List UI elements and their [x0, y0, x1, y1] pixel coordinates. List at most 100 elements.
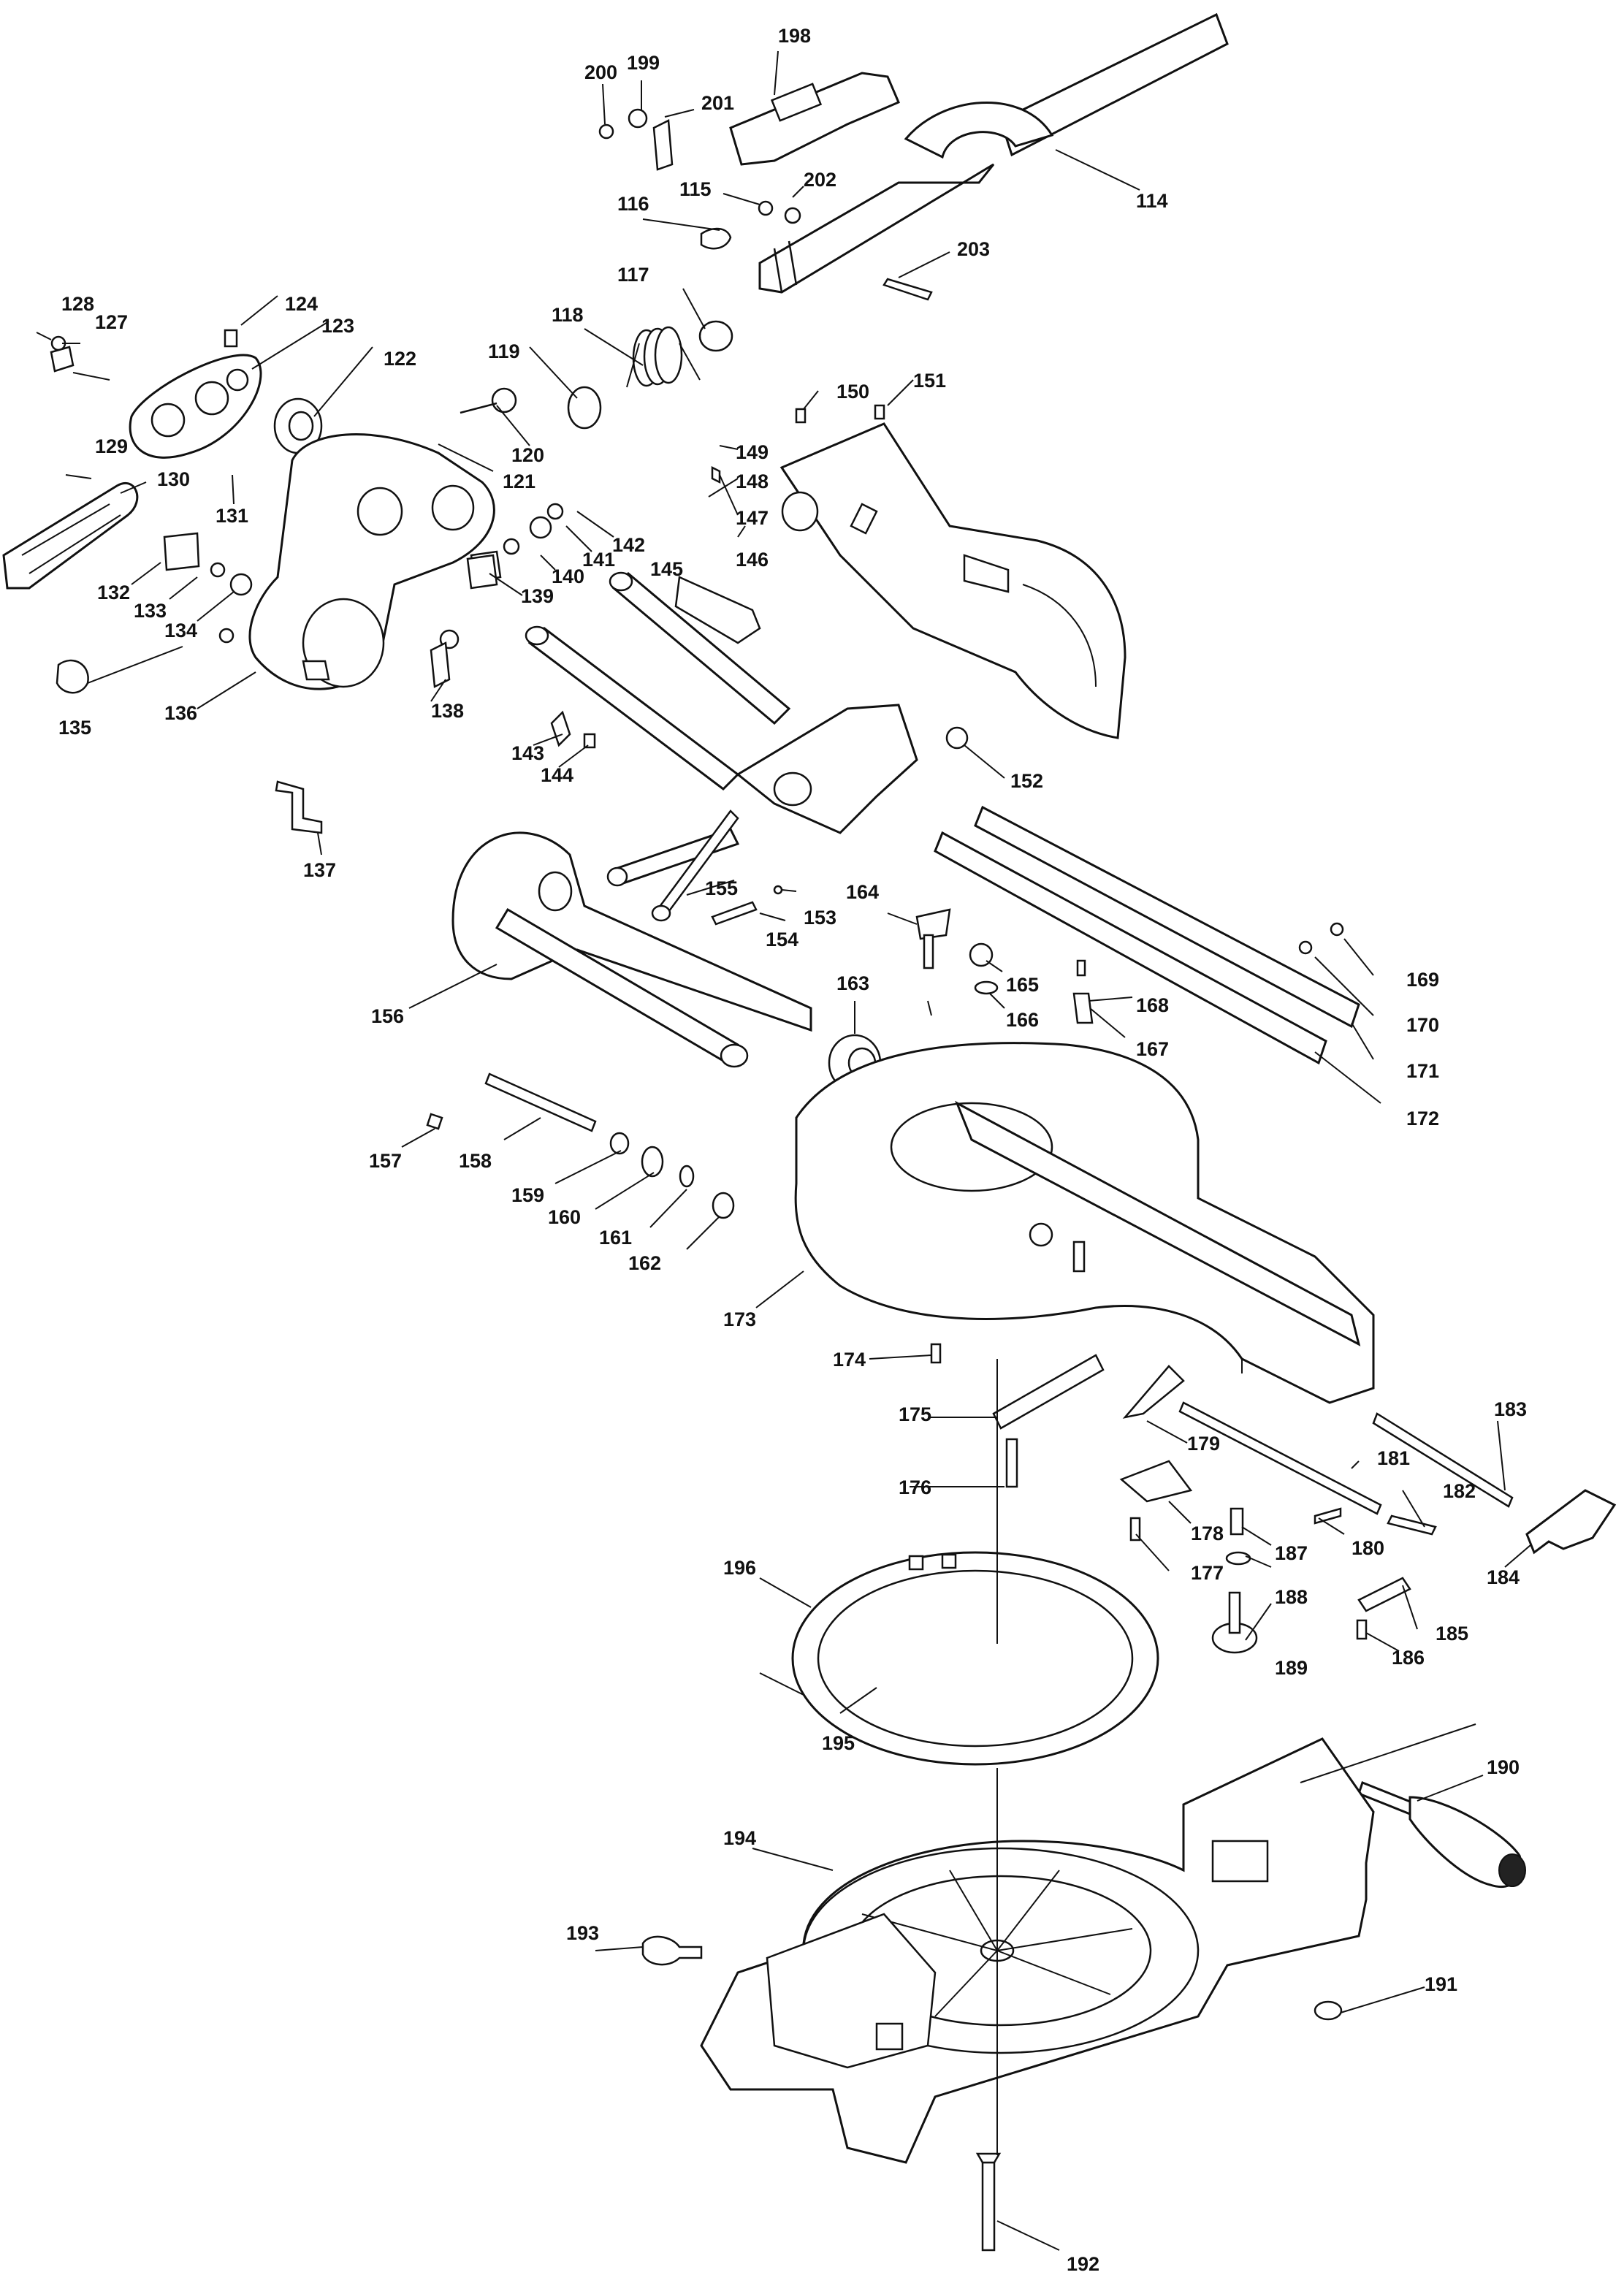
callout-127: 127 — [95, 311, 128, 333]
callout-115: 115 — [679, 178, 712, 200]
callout-136: 136 — [164, 702, 197, 724]
callout-149: 149 — [736, 441, 769, 463]
callout-145: 145 — [650, 558, 683, 580]
callout-169: 169 — [1406, 969, 1439, 991]
callout-116: 116 — [617, 193, 649, 215]
part-end-cap-123 — [50, 329, 323, 459]
callout-140: 140 — [552, 565, 584, 587]
callout-159: 159 — [511, 1184, 544, 1206]
callout-164: 164 — [846, 881, 879, 903]
callout-176: 176 — [899, 1476, 931, 1498]
callout-183: 183 — [1494, 1398, 1527, 1420]
callout-192: 192 — [1067, 2253, 1099, 2275]
callout-117: 117 — [617, 264, 649, 286]
part-rods-145 — [525, 571, 791, 790]
callout-198: 198 — [778, 25, 811, 47]
callout-177: 177 — [1191, 1562, 1224, 1584]
callout-137: 137 — [303, 859, 336, 881]
callout-160: 160 — [548, 1206, 581, 1228]
callout-138: 138 — [431, 700, 464, 722]
callout-202: 202 — [804, 169, 836, 191]
callout-185: 185 — [1436, 1623, 1468, 1645]
callout-181: 181 — [1377, 1447, 1410, 1469]
callout-196: 196 — [723, 1557, 756, 1579]
callout-162: 162 — [628, 1252, 661, 1274]
callout-170: 170 — [1406, 1014, 1439, 1036]
part-shaft-158 — [426, 1072, 735, 1219]
callout-195: 195 — [822, 1732, 855, 1754]
callout-161: 161 — [599, 1227, 632, 1249]
callout-122: 122 — [384, 348, 416, 370]
callout-123: 123 — [321, 315, 354, 337]
callout-158: 158 — [459, 1150, 492, 1172]
callout-152: 152 — [1010, 770, 1043, 792]
callout-155: 155 — [705, 877, 738, 899]
callout-labels: 114 115 116 117 118 119 120 121 122 123 … — [58, 25, 1527, 2275]
part-small-hardware-top — [598, 108, 933, 352]
callout-188: 188 — [1275, 1586, 1308, 1608]
callout-173: 173 — [723, 1308, 756, 1330]
callout-189: 189 — [1275, 1657, 1308, 1679]
callout-191: 191 — [1425, 1973, 1457, 1995]
callout-142: 142 — [612, 534, 645, 556]
callout-194: 194 — [723, 1827, 756, 1849]
part-base-hardware — [641, 1935, 1343, 2252]
callout-119: 119 — [488, 340, 520, 362]
callout-193: 193 — [566, 1922, 599, 1944]
part-slide-rail-156 — [451, 828, 812, 1068]
part-fence-guard-114 — [758, 12, 1229, 294]
callout-154: 154 — [766, 929, 798, 950]
callout-156: 156 — [371, 1005, 404, 1027]
callout-186: 186 — [1392, 1647, 1425, 1669]
callout-133: 133 — [134, 600, 167, 622]
part-pivot-bracket — [711, 404, 969, 834]
callout-153: 153 — [804, 907, 836, 929]
callout-148: 148 — [736, 470, 769, 492]
callout-200: 200 — [584, 61, 617, 83]
callout-132: 132 — [97, 582, 130, 603]
callout-180: 180 — [1352, 1537, 1384, 1559]
part-grip-130 — [2, 481, 253, 694]
callout-121: 121 — [503, 470, 535, 492]
callout-120: 120 — [511, 444, 544, 466]
part-ring-195 — [791, 1551, 1159, 1766]
callout-199: 199 — [627, 52, 660, 74]
callout-139: 139 — [521, 585, 554, 607]
callout-128: 128 — [61, 293, 94, 315]
callout-182: 182 — [1443, 1480, 1476, 1502]
part-knob-190 — [1357, 1781, 1526, 1889]
callout-175: 175 — [899, 1403, 931, 1425]
callout-141: 141 — [582, 549, 615, 571]
callout-135: 135 — [58, 717, 91, 739]
callout-124: 124 — [285, 293, 318, 315]
callout-201: 201 — [701, 92, 734, 114]
callout-151: 151 — [913, 370, 946, 392]
callout-157: 157 — [369, 1150, 402, 1172]
callout-184: 184 — [1487, 1566, 1520, 1588]
callout-130: 130 — [157, 468, 190, 490]
callout-143: 143 — [511, 742, 544, 764]
callout-172: 172 — [1406, 1108, 1439, 1129]
callout-178: 178 — [1191, 1523, 1224, 1544]
part-spring-118 — [460, 326, 701, 430]
part-small-hardware-lower — [930, 1343, 1617, 1654]
callout-146: 146 — [736, 549, 769, 571]
part-handle-198 — [729, 72, 900, 166]
callout-163: 163 — [836, 972, 869, 994]
callout-131: 131 — [216, 505, 248, 527]
part-upper-guard — [779, 422, 1126, 739]
part-rails-171-172 — [934, 805, 1360, 1065]
callout-114: 114 — [1136, 190, 1168, 212]
callout-190: 190 — [1487, 1756, 1520, 1778]
callout-129: 129 — [95, 435, 128, 457]
part-turntable-173 — [794, 1042, 1375, 1404]
callout-171: 171 — [1406, 1060, 1439, 1082]
callout-147: 147 — [736, 507, 769, 529]
callout-118: 118 — [552, 304, 584, 326]
callout-179: 179 — [1187, 1433, 1220, 1455]
callout-174: 174 — [833, 1349, 866, 1371]
part-base-194 — [700, 1737, 1375, 2164]
callout-144: 144 — [541, 764, 573, 786]
part-arm-housing-136 — [248, 433, 502, 690]
